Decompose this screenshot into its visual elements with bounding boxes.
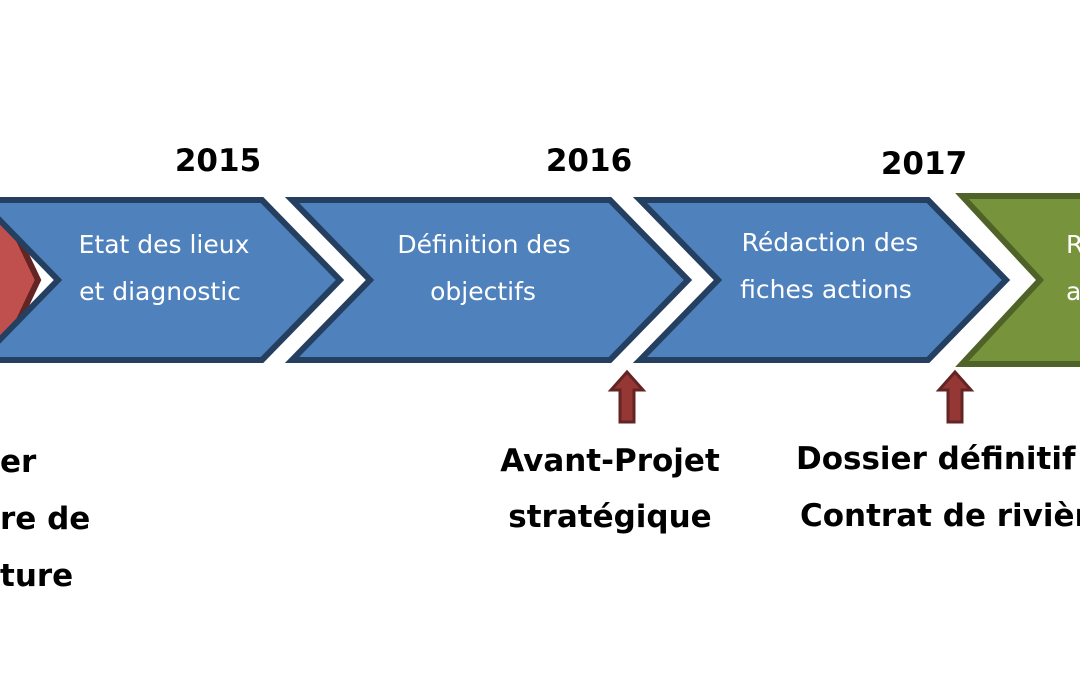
left-note-line3: ture	[0, 558, 73, 594]
green-chevron-realisation	[955, 193, 1080, 367]
up-arrow-icon	[607, 369, 647, 424]
year-2017: 2017	[881, 146, 967, 182]
timeline-chevrons	[0, 193, 1080, 367]
up-arrow-icon	[935, 369, 975, 424]
dossier-line2: Contrat de rivière	[800, 498, 1080, 534]
chevron-etat-line1: Etat des lieux	[79, 230, 250, 259]
dossier-line1: Dossier définitif d	[796, 441, 1080, 477]
chevron-definition-line1: Définition des	[397, 230, 570, 259]
chevron-redaction-line2: fiches actions	[740, 275, 912, 304]
left-note-line1: er	[0, 444, 37, 480]
chevron-definition-objectifs	[284, 197, 693, 363]
avant-projet-line2: stratégique	[508, 499, 711, 535]
chevron-green-line1: R	[1066, 230, 1080, 259]
chevron-definition-line2: objectifs	[430, 277, 536, 306]
chevron-etat-des-lieux	[0, 197, 345, 363]
chevron-redaction-fiches	[632, 197, 1011, 363]
year-2015: 2015	[175, 143, 261, 179]
left-note-line2: re de	[0, 501, 90, 537]
chevron-green-line2: a	[1066, 277, 1080, 306]
year-2016: 2016	[546, 143, 632, 179]
chevron-redaction-line1: Rédaction des	[742, 228, 919, 257]
avant-projet-line1: Avant-Projet	[500, 443, 720, 479]
chevron-etat-line2: et diagnostic	[79, 277, 241, 306]
